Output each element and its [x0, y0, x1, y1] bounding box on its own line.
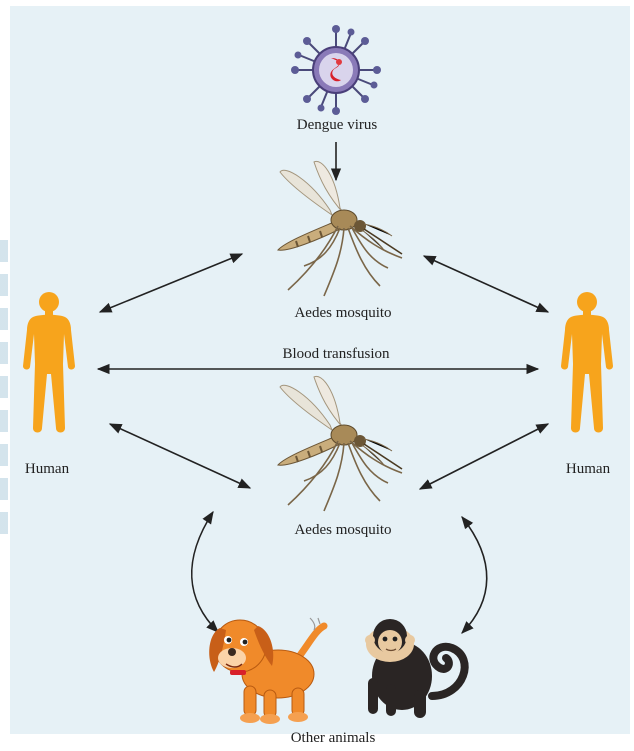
mosquito-bottom-label: Aedes mosquito	[258, 522, 428, 539]
blood-transfusion-label: Blood transfusion	[246, 346, 426, 363]
arrow-mosquito-top-human-right	[424, 256, 548, 312]
human-right-label: Human	[543, 461, 633, 478]
virus-icon	[291, 25, 381, 115]
arrow-mosquito-bottom-dog	[192, 512, 218, 632]
human-left-label: Human	[2, 461, 92, 478]
dog-icon	[209, 618, 324, 724]
mosquito-icon	[278, 161, 402, 296]
other-animals-label: Other animals	[258, 730, 408, 747]
arrow-mosquito-bottom-human-right	[420, 424, 548, 489]
human-icon	[561, 292, 613, 433]
arrow-mosquito-bottom-monkey	[462, 517, 487, 633]
arrow-human-left-mosquito-bottom	[110, 424, 250, 488]
mosquito-icon	[278, 376, 402, 511]
arrow-human-left-mosquito-top	[100, 254, 242, 312]
mosquito-top-label: Aedes mosquito	[258, 305, 428, 322]
virus-label: Dengue virus	[262, 117, 412, 134]
human-icon	[23, 292, 75, 433]
monkey-icon	[365, 619, 465, 718]
